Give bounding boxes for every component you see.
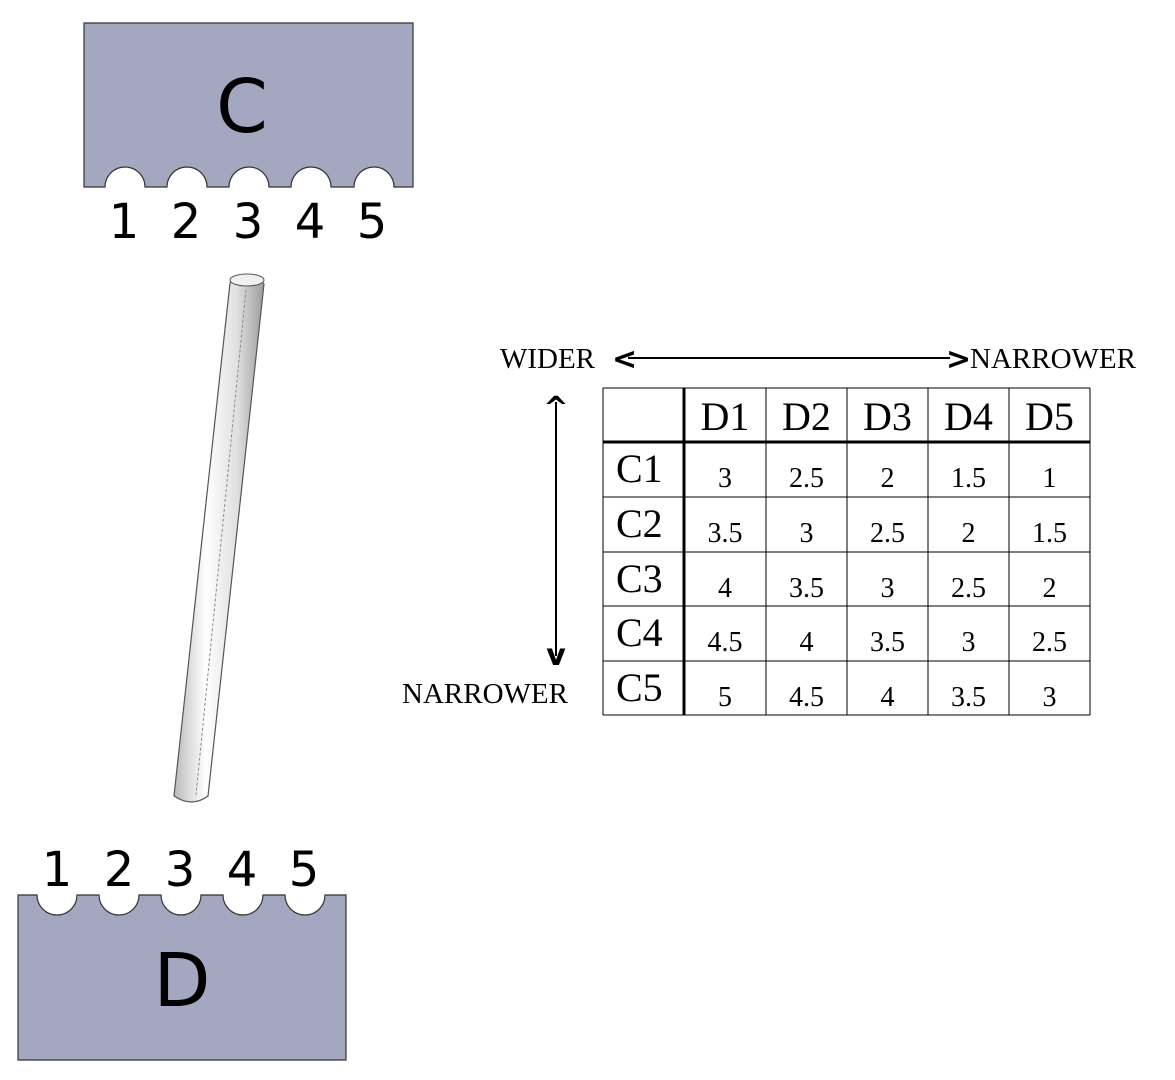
block-d-label: D [154,938,211,1024]
table-cell: 4 [881,682,895,713]
label-narrower-right: NARROWER [970,343,1137,375]
table-cell: 2.5 [951,573,986,604]
slot-label-c-1: 1 [109,194,140,250]
column-header-d5: D5 [1025,394,1074,439]
table-cell: 2 [881,463,895,494]
block-c-slot-labels: 1 2 3 4 5 [109,194,388,250]
slot-label-d-1: 1 [42,842,73,898]
rod [173,273,265,803]
slot-label-c-2: 2 [171,194,202,250]
vertical-direction-indicator: ^ v NARROWER [402,391,569,710]
arrow-right-icon: > [946,342,971,377]
arrow-left-icon: < [612,342,637,377]
table-cell: 3.5 [789,573,824,604]
block-c: C [83,22,414,188]
label-narrower-bottom: NARROWER [402,678,569,710]
table-cell: 3.5 [951,682,986,713]
table-cell: 3 [962,627,976,658]
row-header-c3: C3 [616,556,663,601]
row-header-c4: C4 [616,610,663,655]
column-header-d4: D4 [944,394,993,439]
table-cell: 1.5 [1032,518,1067,549]
table-cell: 3 [881,573,895,604]
rod-end-top [229,273,265,287]
label-wider: WIDER [500,343,596,375]
rod-highlight [195,289,247,796]
column-header-d3: D3 [863,394,912,439]
row-header-c5: C5 [616,665,663,710]
table-cell: 3 [800,518,814,549]
column-header-d1: D1 [701,394,750,439]
table-cell: 1.5 [951,463,986,494]
rod-body [173,274,265,803]
table-cell: 3.5 [708,518,743,549]
table-cell: 4 [718,573,732,604]
table-cell: 3.5 [870,627,905,658]
table-cell: 2 [1043,573,1057,604]
table-cell: 3 [1043,682,1057,713]
block-c-shape [83,22,414,188]
block-d-shape [17,894,347,1061]
horizontal-direction-indicator: WIDER < > NARROWER [500,342,1137,377]
table-cell: 4 [800,627,814,658]
slot-label-d-4: 4 [227,842,258,898]
block-d: D [17,894,347,1061]
row-header-c1: C1 [616,446,663,491]
table-cell: 4.5 [789,682,824,713]
table-cell: 2.5 [870,518,905,549]
arrow-down-icon: v [546,638,566,673]
table-cell: 2.5 [789,463,824,494]
slot-label-d-2: 2 [104,842,135,898]
slot-label-d-5: 5 [289,842,320,898]
block-d-slot-labels: 1 2 3 4 5 [42,842,320,898]
table-cell: 2.5 [1032,627,1067,658]
slot-label-c-5: 5 [357,194,388,250]
slot-label-c-4: 4 [295,194,326,250]
table-cell: 4.5 [708,627,743,658]
row-header-c2: C2 [616,501,663,546]
table-cell: 1 [1043,463,1057,494]
table-cell: 5 [718,682,732,713]
slot-label-c-3: 3 [233,194,264,250]
column-header-d2: D2 [782,394,831,439]
table-cell: 3 [718,463,732,494]
slot-label-d-3: 3 [165,842,196,898]
table-cell: 2 [962,518,976,549]
block-c-label: C [216,64,268,150]
